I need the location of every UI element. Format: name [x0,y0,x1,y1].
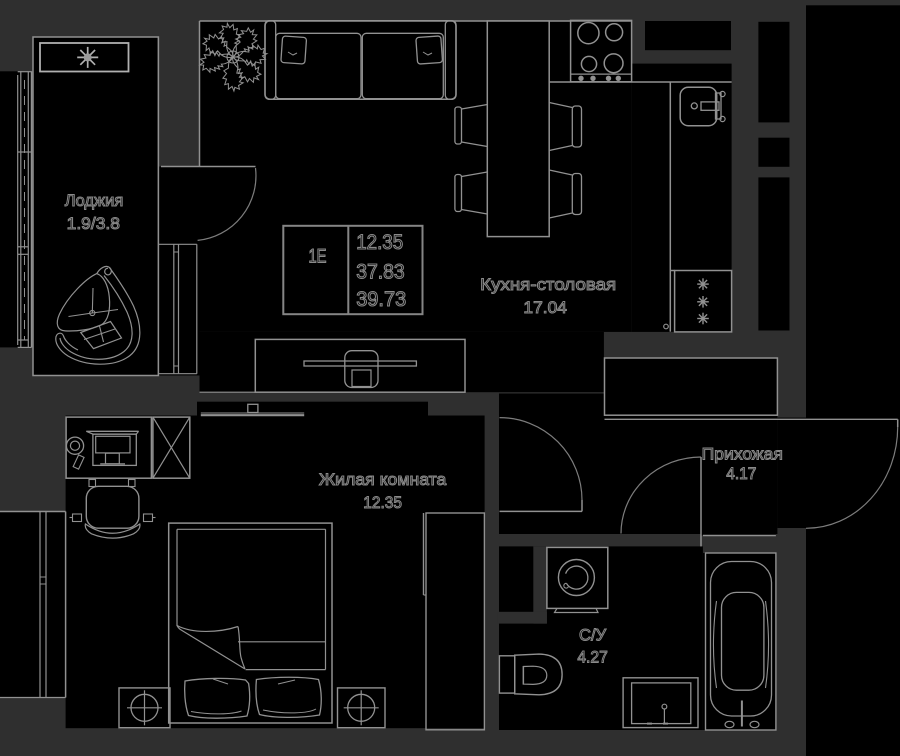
svg-text:Лоджия: Лоджия [65,191,124,210]
svg-text:12.35: 12.35 [363,493,402,512]
svg-text:12.35: 12.35 [356,231,403,254]
svg-text:1.9/3.8: 1.9/3.8 [67,214,120,233]
svg-text:37.83: 37.83 [356,260,405,283]
svg-text:Жилая комната: Жилая комната [319,470,447,489]
svg-text:17.04: 17.04 [523,298,567,317]
svg-text:Кухня-столовая: Кухня-столовая [480,275,616,294]
svg-text:4.27: 4.27 [577,648,608,667]
svg-text:С/У: С/У [579,626,606,645]
svg-text:4.17: 4.17 [726,464,756,483]
svg-text:39.73: 39.73 [356,288,406,311]
svg-text:1Е: 1Е [309,247,327,268]
svg-text:Прихожая: Прихожая [702,445,783,464]
